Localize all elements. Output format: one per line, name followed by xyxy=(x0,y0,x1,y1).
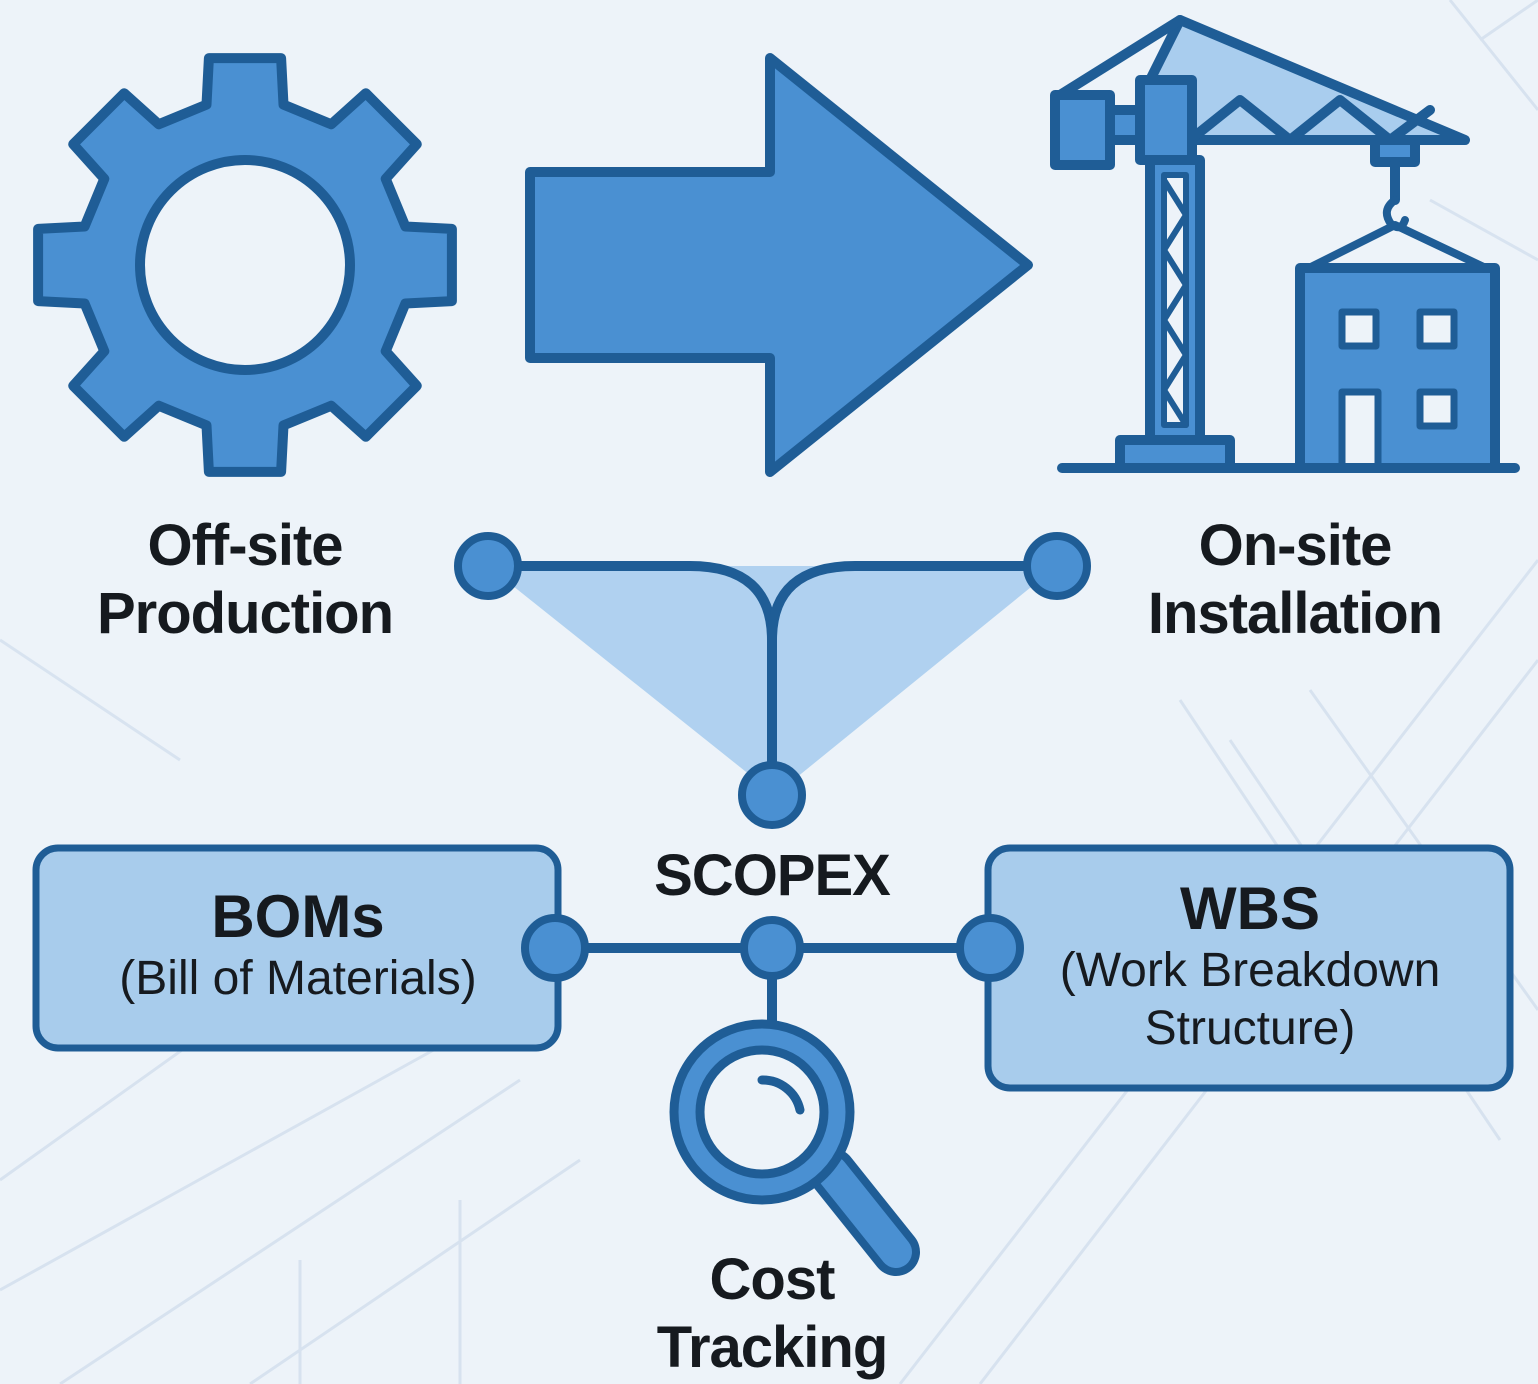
wbs-subtitle-line2: Structure) xyxy=(1144,1002,1356,1055)
connector-bar xyxy=(521,914,1024,1030)
arrow-right-icon xyxy=(525,53,1033,477)
cost-tracking-line2: Tracking xyxy=(656,1315,889,1380)
magnifier-icon xyxy=(669,1019,920,1276)
boms-title: BOMs xyxy=(211,883,385,950)
gear-icon xyxy=(33,53,457,477)
onsite-label-line2: Installation xyxy=(1147,581,1443,646)
wbs-subtitle-line1: (Work Breakdown xyxy=(1059,944,1441,997)
boms-subtitle: (Bill of Materials) xyxy=(119,952,477,1005)
onsite-label: On-site Installation xyxy=(1090,512,1500,648)
branch-node-scopex xyxy=(738,761,806,829)
branch-node-onsite xyxy=(1023,532,1091,600)
wbs-title: WBS xyxy=(1180,875,1320,942)
boms-box-content: BOMs (Bill of Materials) xyxy=(40,884,556,1008)
cost-tracking-line1: Cost xyxy=(709,1247,836,1312)
offsite-label-line1: Off-site xyxy=(147,513,344,578)
crane-building-icon xyxy=(1050,15,1520,473)
wbs-box-content: WBS (Work Breakdown Structure) xyxy=(992,876,1508,1058)
cost-tracking-label: Cost Tracking xyxy=(572,1246,972,1382)
connector-node-boms xyxy=(521,914,589,982)
offsite-label-line2: Production xyxy=(96,581,394,646)
connector-node-wbs xyxy=(956,914,1024,982)
connector-node-center xyxy=(740,916,804,980)
branch-node-offsite xyxy=(454,532,522,600)
onsite-label-line1: On-site xyxy=(1198,513,1393,578)
offsite-label: Off-site Production xyxy=(40,512,450,648)
merge-funnel xyxy=(454,532,1091,829)
scopex-label: SCOPEX xyxy=(654,843,891,908)
